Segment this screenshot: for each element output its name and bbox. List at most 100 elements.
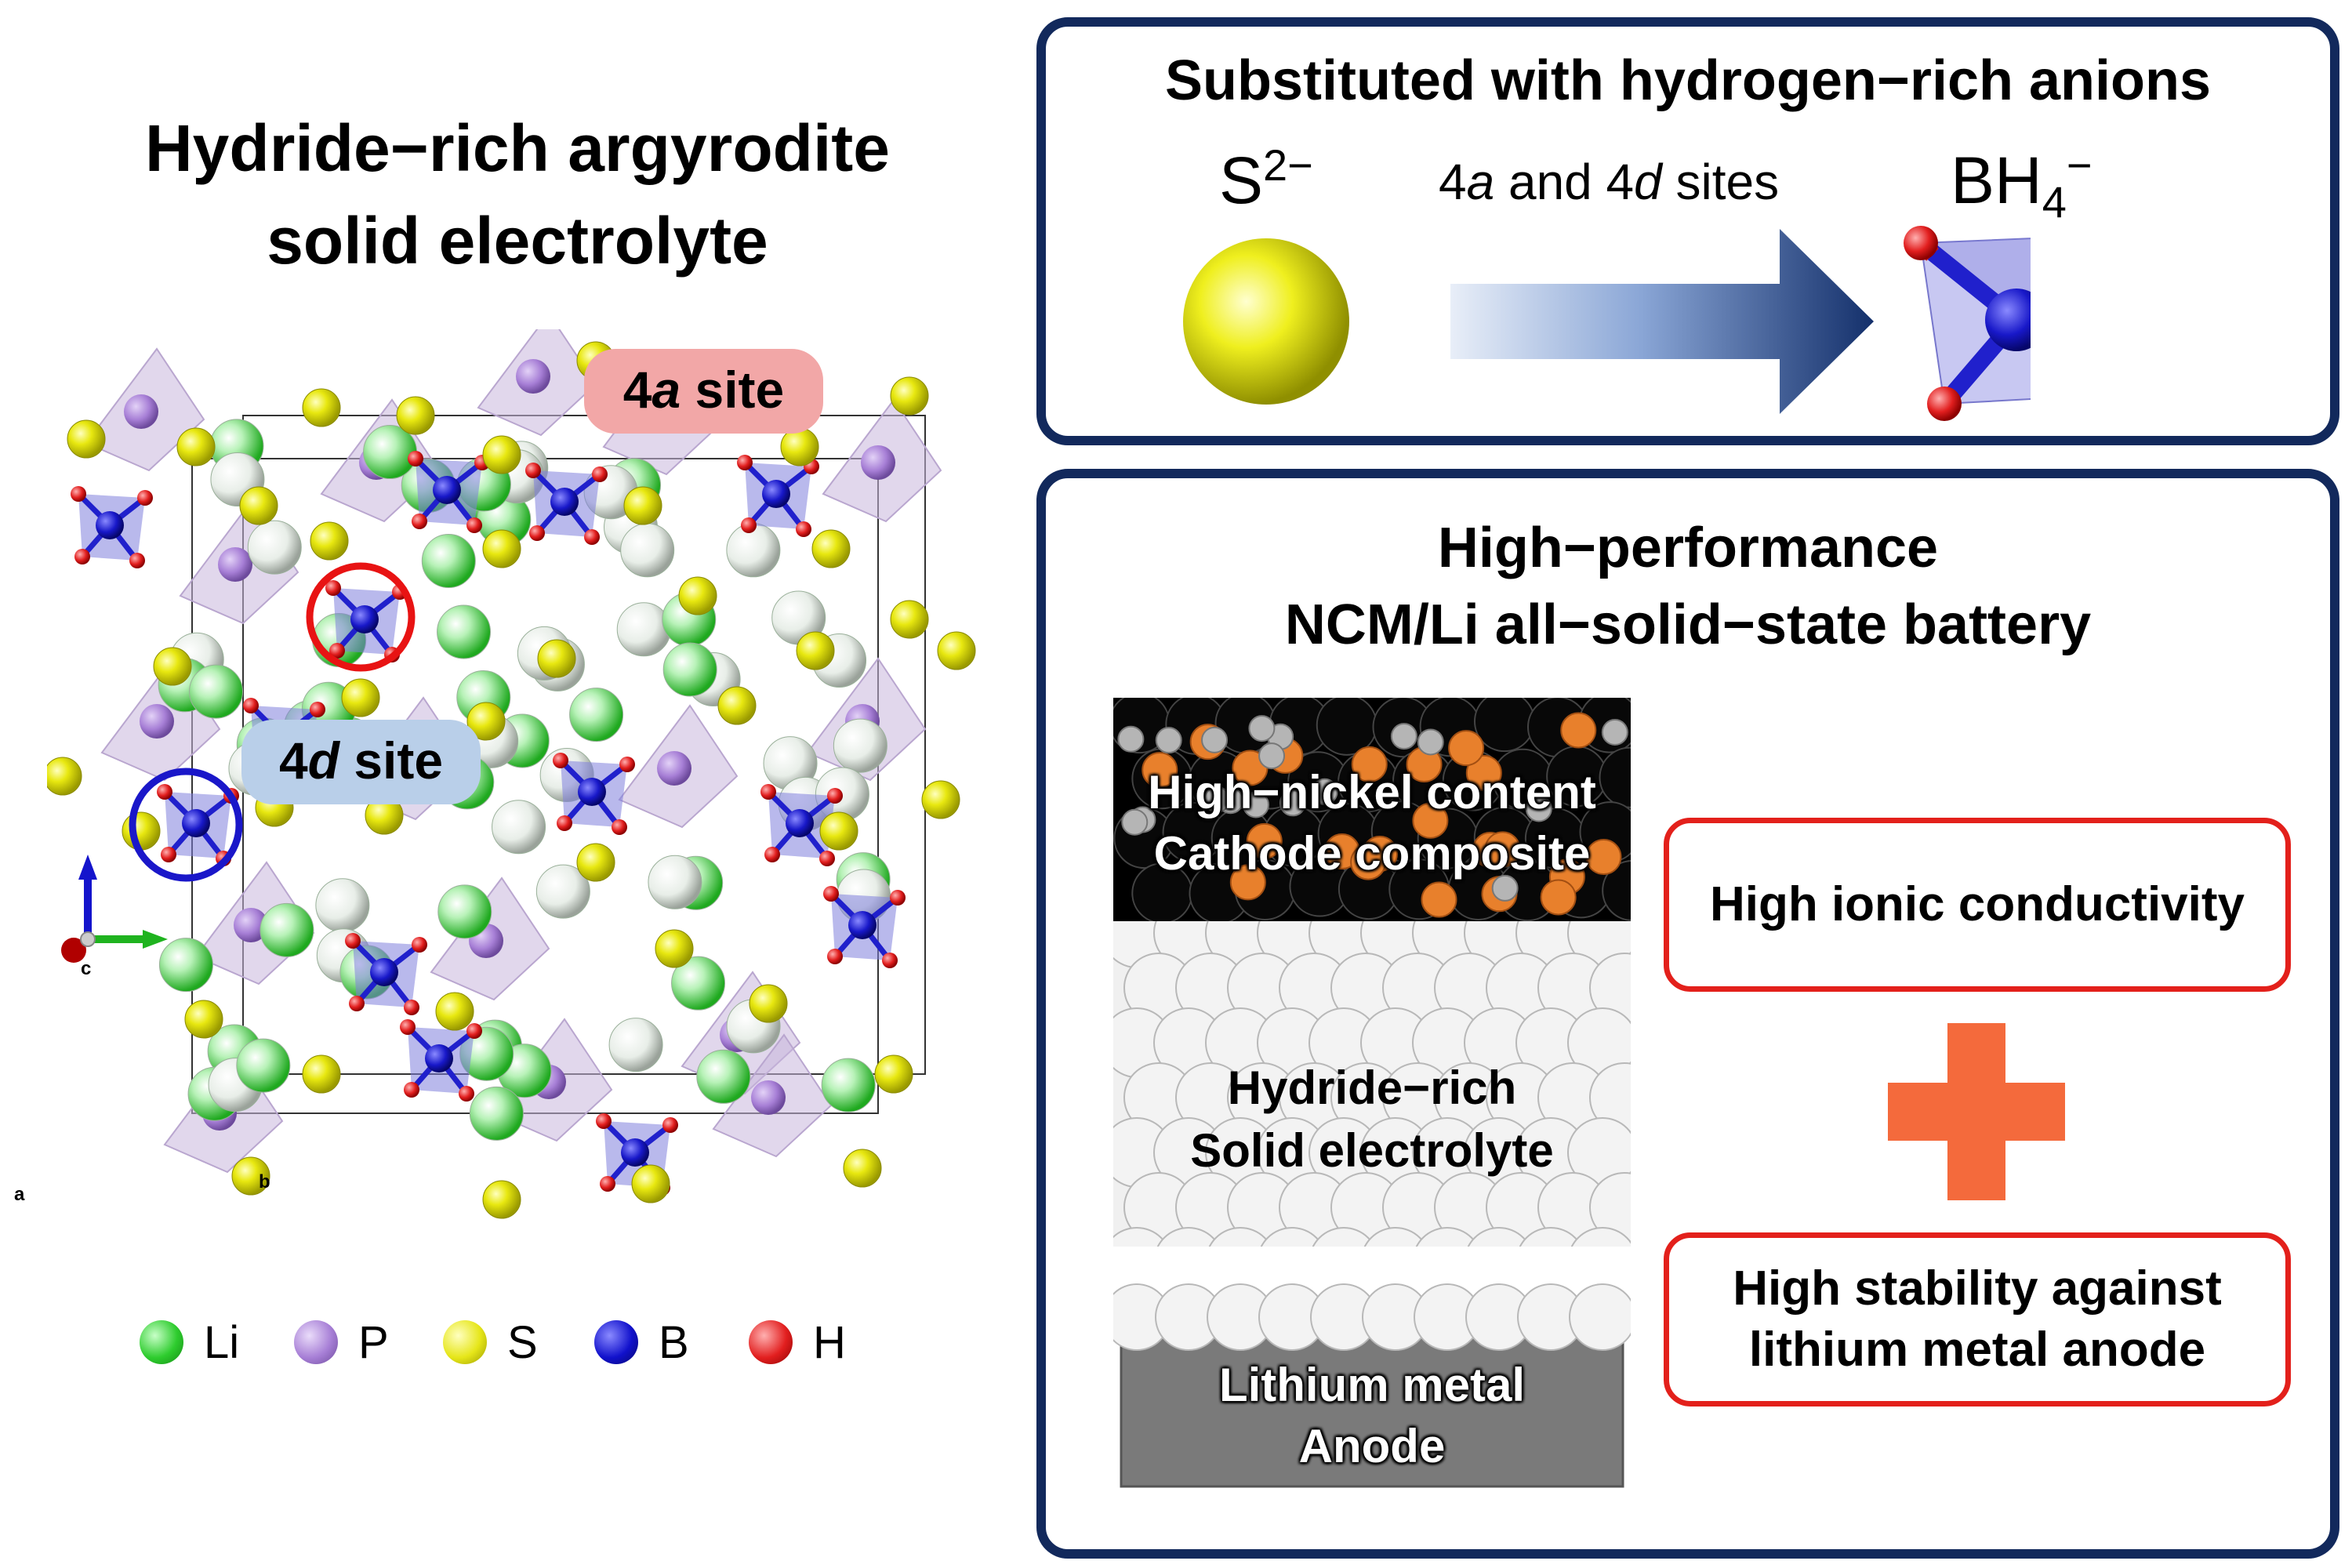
lithium-atom <box>260 902 314 957</box>
electrolyte-label-line2: Solid electrolyte <box>1190 1124 1554 1177</box>
sulfide-charge: 2− <box>1263 140 1313 190</box>
cathode-orange-particle <box>1465 754 1502 791</box>
hydrogen-atom <box>764 847 780 862</box>
hydrogen-atom <box>612 819 627 835</box>
boron-atom <box>433 476 461 504</box>
legend-label-p: P <box>358 1316 389 1368</box>
axis-origin <box>80 931 96 947</box>
hydrogen-atom <box>827 949 843 964</box>
axis-indicator <box>61 855 168 963</box>
hydrogen-atom <box>584 529 600 545</box>
boron-atom <box>96 511 124 539</box>
hydrogen-atom <box>600 1176 615 1192</box>
cathode-gray-particle <box>1201 726 1229 753</box>
crystal-structure-illustration <box>47 329 976 1219</box>
sulfur-atom <box>302 1054 341 1094</box>
lithium-atom <box>821 1058 876 1112</box>
caption-letter-d: d <box>1634 154 1662 210</box>
sulfur-atom <box>819 811 858 851</box>
electrolyte-particle <box>1113 1227 1169 1247</box>
cathode-gray-particle <box>1525 795 1552 822</box>
sulfur-atom <box>176 427 216 466</box>
substitution-arrow <box>1450 229 1874 414</box>
cathode-gray-particle <box>1117 725 1145 753</box>
sulfide-symbol: S <box>1219 143 1264 217</box>
cathode-label-line2: Cathode composite <box>1153 827 1591 880</box>
site-4a-letter: a <box>652 361 681 419</box>
phosphorus-atom <box>751 1080 786 1115</box>
hydrogen-atom <box>400 1019 416 1035</box>
lithium-atom <box>671 956 726 1011</box>
electrolyte-particle <box>1363 1227 1428 1247</box>
cathode-orange-particle <box>1484 831 1521 868</box>
cathode-gray-particle <box>1279 789 1306 817</box>
sulfur-atom <box>482 435 521 474</box>
lithium-atom <box>469 1086 524 1141</box>
site-4a-word: site <box>681 361 785 419</box>
electrolyte-particle <box>1519 1227 1583 1247</box>
legend-item-p: P <box>294 1311 389 1374</box>
lithium-atom <box>189 664 244 719</box>
hydrogen-atom <box>596 1113 612 1129</box>
lithium-atom <box>158 938 213 993</box>
cathode-gray-particle <box>1203 786 1231 813</box>
cathode-gray-particle <box>1311 778 1338 805</box>
hydrogen-atom <box>823 886 839 902</box>
cathode-gray-particle <box>1155 727 1182 754</box>
phosphorus-atom <box>516 359 550 394</box>
sulfur-atom <box>780 427 819 466</box>
borohydride-subscript: 4 <box>2042 176 2067 227</box>
hydrogen-atom <box>329 643 345 659</box>
hydrogen-atom <box>525 463 541 478</box>
sulfur-atom <box>67 419 106 459</box>
sulfur-atom <box>576 843 615 882</box>
hydrogen-atom <box>161 847 176 862</box>
legend-item-li: Li <box>140 1311 239 1374</box>
cathode-orange-particle <box>1229 864 1266 901</box>
ncm-particle <box>1474 698 1535 753</box>
lithium-atom <box>608 1018 663 1073</box>
electrolyte-particle <box>1467 1227 1531 1247</box>
boron-atom <box>786 809 814 837</box>
lithium-atom <box>569 688 624 742</box>
sulfur-atom <box>310 521 349 561</box>
sulfur-atom <box>153 647 192 686</box>
sulfur-atom <box>47 757 82 796</box>
anode-label: Lithium metal Anode <box>1113 1355 1631 1477</box>
battery-stack <box>1113 698 1631 1488</box>
caption-letter-a: a <box>1466 154 1495 210</box>
substitution-graphic <box>1183 226 2031 421</box>
lithium-atom <box>662 642 717 697</box>
site-4d-word: site <box>339 731 444 789</box>
hydrogen-atom <box>592 466 608 482</box>
sulfur-atom <box>482 1180 521 1219</box>
battery-title-line2: NCM/Li all−solid−state battery <box>1284 593 2092 656</box>
caption-sites: sites <box>1661 154 1780 210</box>
site-4a-number: 4 <box>622 361 652 419</box>
anode-label-line1: Lithium metal <box>1218 1359 1526 1411</box>
hydrogen-atom <box>827 788 843 804</box>
solid-electrolyte-layer <box>1113 921 1631 1247</box>
sulfur-atom <box>435 992 474 1031</box>
hydrogen-atom <box>737 455 753 470</box>
sulfur-atom <box>890 600 929 639</box>
sulfide-ion-label: S2− <box>1219 140 1313 219</box>
hydrogen-atom <box>157 784 172 800</box>
lithium-atom <box>437 884 492 939</box>
lithium-atom <box>492 800 546 855</box>
sulfur-atom <box>796 631 835 670</box>
c-axis-label: c <box>81 958 92 979</box>
anode-label-line2: Anode <box>1298 1420 1446 1472</box>
sulfur-atom <box>482 529 521 568</box>
ncm-particle <box>1602 860 1631 921</box>
site-4d-label: 4d site <box>241 720 481 804</box>
boron-atom <box>578 778 606 806</box>
battery-title-line1: High−performance <box>1437 517 1939 579</box>
electrolyte-particle <box>1415 1227 1479 1247</box>
b-axis-arrowhead <box>143 930 168 949</box>
lithium-atom <box>437 604 492 659</box>
substitution-sites-caption: 4a and 4d sites <box>1439 153 1779 211</box>
cathode-gray-particle <box>1390 723 1417 750</box>
feature-anode-stability: High stability against lithium metal ano… <box>1664 1232 2291 1406</box>
site-4d-circle <box>129 768 243 882</box>
